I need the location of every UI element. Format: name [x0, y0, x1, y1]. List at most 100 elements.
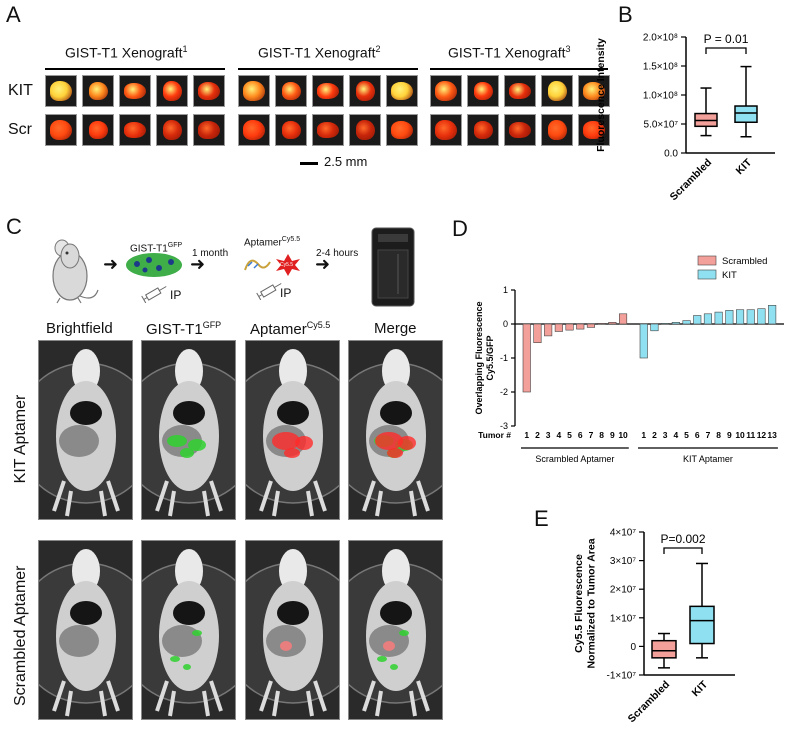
tissue-image: [156, 114, 188, 146]
tissue-signal: [282, 121, 301, 139]
tissue-image: [119, 114, 151, 146]
scale-bar-label: 2.5 mm: [324, 154, 368, 169]
xenograft-underline-2: [238, 68, 418, 70]
x-tick-label: 12: [757, 430, 767, 440]
x-tick-label: 2: [535, 430, 540, 440]
panel-label-c: C: [6, 214, 22, 239]
mouse-drawing: [246, 549, 339, 717]
y-axis-label-line: Cy5.5 Fluorescence: [573, 554, 585, 653]
cell-label-text: GIST-T1: [130, 243, 168, 255]
xenograft-title-text: GIST-T1 Xenograft: [258, 44, 376, 61]
gfp-signal: [188, 439, 206, 451]
xenograft-title-sup: 2: [375, 44, 381, 54]
y-axis-label: Cy5.5 FluorescenceNormalized to Tumor Ar…: [573, 538, 598, 668]
mouse-limbs: [259, 480, 327, 517]
x-tick-label: 1: [524, 430, 529, 440]
tissue-signal: [124, 122, 146, 138]
tissue-signal: [583, 82, 605, 100]
tissue-signal: [317, 122, 339, 138]
aptamer-label: AptamerCy5.5: [244, 236, 300, 248]
mouse-limbs: [362, 480, 430, 517]
mouse-limbs: [259, 680, 327, 717]
column-title-sup: GFP: [202, 320, 222, 330]
column-title-cy55: AptamerCy5.5: [250, 320, 330, 338]
cell-label: GIST-T1GFP: [130, 242, 182, 254]
mouse-icon: [52, 239, 99, 304]
tissue-image: [275, 75, 307, 107]
y-tick-label: 0: [630, 642, 636, 653]
xenograft-underline-1: [45, 68, 225, 70]
cy55-signal: [398, 436, 416, 450]
bar-scrambled: [597, 323, 606, 325]
column-title-text: Aptamer: [250, 321, 307, 338]
tissue-signal: [583, 121, 605, 139]
gfp-signal: [399, 630, 409, 636]
mouse-drawing: [39, 349, 132, 517]
arrow-label-1-month: 1 month: [192, 248, 229, 259]
tissue-signal: [356, 120, 375, 140]
xenograft-title-1: GIST-T1 Xenograft1: [65, 44, 188, 61]
organ-dark: [380, 401, 412, 425]
ip-label-1: IP: [170, 288, 182, 302]
x-tick-label: Scrambled: [668, 157, 714, 203]
tissue-image: [541, 114, 573, 146]
mouse-drawing: [142, 549, 235, 717]
x-tick-label: 2: [652, 430, 657, 440]
cy55-signal: [375, 432, 403, 450]
panel-label-a: A: [6, 2, 21, 27]
mouse-image-brightfield: [38, 340, 133, 520]
column-title-sup: Cy5.5: [306, 320, 331, 330]
tissue-signal: [198, 121, 220, 139]
cy55-chip-label: Cy5.5: [280, 262, 294, 268]
syringe-icon: [256, 283, 282, 300]
p-value-label: P=0.002: [660, 532, 705, 546]
tissue-image: [238, 114, 270, 146]
column-title-gfp: GIST-T1GFP: [146, 320, 221, 338]
x-tick-label: 8: [716, 430, 721, 440]
x-tick-label: 4: [556, 430, 561, 440]
tissue-image: [386, 75, 418, 107]
p-value-label: P = 0.01: [704, 32, 749, 46]
box-scrambled: [651, 639, 677, 659]
organ-gray: [162, 625, 202, 657]
mouse-limbs: [155, 480, 223, 517]
mouse-limbs: [155, 680, 223, 717]
aptamer-label-text: Aptamer: [244, 237, 282, 249]
row-label-kit: KIT: [8, 82, 33, 99]
gfp-signal: [377, 656, 387, 662]
x-tick-label: 10: [735, 430, 745, 440]
xenograft-title-text: GIST-T1 Xenograft: [448, 44, 566, 61]
bar-kit: [714, 311, 723, 325]
legend-swatch-kit: [697, 269, 717, 280]
cy55-signal: [295, 436, 313, 450]
legend-label: Scrambled: [722, 256, 767, 267]
legend-swatch-scrambled: [697, 255, 717, 266]
group-label: KIT Aptamer: [683, 454, 733, 464]
mouse-head: [382, 549, 410, 593]
cy55-signal: [387, 448, 403, 458]
tissue-image: [82, 75, 114, 107]
bar-kit: [703, 313, 713, 325]
column-title-text: Merge: [374, 320, 417, 337]
tissue-signal: [50, 81, 72, 101]
bar-kit: [639, 323, 648, 359]
x-tick-label: 9: [610, 430, 615, 440]
y-tick-label: 1×10⁷: [610, 613, 637, 624]
mouse-image-merge: [348, 540, 443, 720]
mouse-limbs: [52, 680, 120, 717]
y-tick-label: 4×10⁷: [610, 528, 637, 539]
arrow-icon: ➜: [190, 254, 206, 274]
mouse-limbs: [362, 680, 430, 717]
bar-scrambled: [586, 323, 595, 328]
mouse-image-gfp: [141, 540, 236, 720]
tissue-image: [430, 75, 462, 107]
tissue-image: [82, 114, 114, 146]
tissue-image: [312, 75, 344, 107]
tissue-image: [238, 75, 270, 107]
x-tick-label: 7: [589, 430, 594, 440]
gfp-signal: [167, 435, 187, 447]
bar-scrambled: [565, 323, 574, 331]
gfp-signal: [192, 630, 202, 636]
